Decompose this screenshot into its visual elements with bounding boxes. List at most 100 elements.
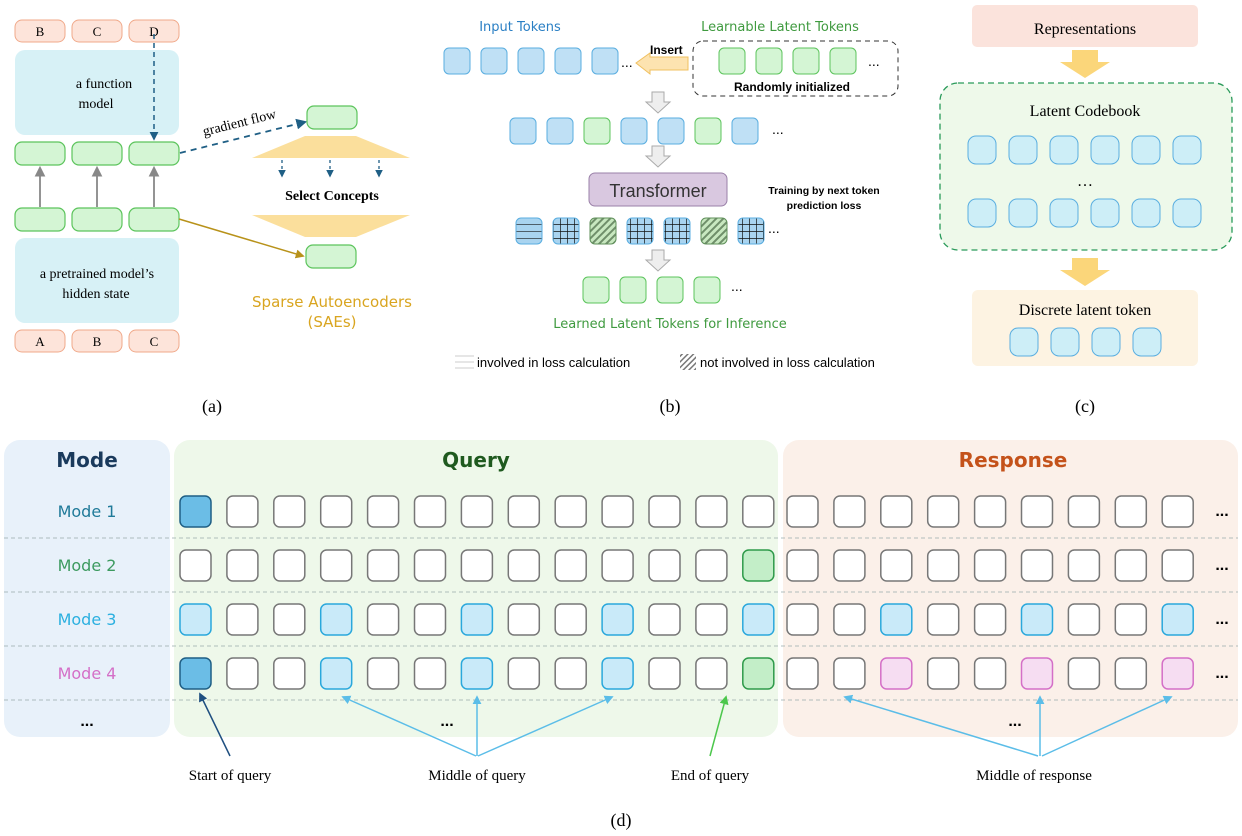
down-arrow-icon: [1060, 50, 1110, 78]
legend-involved: involved in loss calculation: [455, 355, 630, 370]
end-of-query-label: End of query: [671, 768, 750, 784]
codebook-token: [1049, 198, 1079, 228]
response-token-none: [786, 495, 819, 528]
response-token-none: [1020, 549, 1054, 582]
response-token-none: [926, 495, 960, 528]
response-token-none: [833, 549, 866, 582]
training-note-1: Training by next token: [768, 185, 879, 197]
input-token: [554, 47, 582, 75]
query-token-none: [695, 603, 728, 636]
query-token-none: [319, 495, 353, 528]
down-arrow-icon: [644, 249, 672, 272]
query-token-none: [226, 495, 259, 528]
more-modes-ellipsis: ...: [80, 713, 93, 730]
loss-token: [552, 217, 580, 245]
codebook-token: [1131, 135, 1161, 165]
input-token-label: A: [35, 334, 45, 349]
query-token-none: [366, 549, 400, 582]
learned-latent-token: [619, 276, 647, 304]
query-token-mid: [601, 657, 634, 690]
insert-label: Insert: [650, 43, 683, 57]
input-tokens-label: Input Tokens: [479, 20, 561, 35]
query-token-none: [648, 549, 681, 582]
input-token: [71, 329, 123, 353]
mode-label: Mode 3: [58, 610, 117, 629]
codebook-token: [1049, 135, 1079, 165]
latent-token: [583, 117, 611, 145]
input-token: [591, 47, 619, 75]
latent-token: [718, 47, 746, 75]
query-token-none: [648, 657, 681, 690]
query-token-start: [179, 495, 212, 528]
discrete-token: [1050, 327, 1080, 357]
response-token-resp: [1020, 657, 1054, 690]
mode-row: Mode 2...: [58, 549, 1229, 582]
pretrained-label-2: hidden state: [62, 287, 129, 302]
output-token-label: B: [36, 24, 45, 39]
discrete-token: [1091, 327, 1121, 357]
query-token-none: [273, 549, 306, 582]
codebook-label: Latent Codebook: [1030, 103, 1141, 120]
pretrained-hidden-token: [14, 207, 66, 232]
query-token-end: [742, 549, 775, 582]
response-token-none: [833, 495, 866, 528]
query-token-none: [507, 549, 541, 582]
learned-latent-token: [582, 276, 610, 304]
response-token-mid: [1020, 603, 1054, 636]
input-ellipsis: ...: [621, 54, 633, 70]
row-ellipsis: ...: [1215, 557, 1228, 574]
query-token-none: [695, 549, 728, 582]
response-token-none: [880, 495, 913, 528]
input-token: [14, 329, 66, 353]
query-token-mid: [179, 603, 212, 636]
query-token-none: [695, 657, 728, 690]
response-token-none: [786, 549, 819, 582]
end-of-query-arrow: [709, 695, 729, 757]
response-token-none: [973, 603, 1007, 636]
codebook-ellipsis: …: [1077, 173, 1093, 190]
no-loss-token: [589, 217, 617, 245]
query-token-none: [648, 495, 681, 528]
query-token-none: [413, 549, 447, 582]
query-region: [174, 440, 778, 737]
query-token-none: [226, 603, 259, 636]
output-ellipsis: ...: [768, 220, 780, 236]
function-model-label-2: model: [79, 97, 114, 112]
discrete-label: Discrete latent token: [1019, 302, 1151, 319]
response-token-none: [973, 657, 1007, 690]
caption-c: (c): [1075, 396, 1095, 417]
learned-latent-token: [656, 276, 684, 304]
response-token-resp: [880, 657, 913, 690]
input-token: [546, 117, 574, 145]
gradient-flow-label: gradient flow: [201, 107, 278, 140]
codebook-token: [1008, 198, 1038, 228]
query-token-none: [507, 495, 541, 528]
response-token-none: [1067, 495, 1101, 528]
latent-token: [829, 47, 857, 75]
query-token-mid: [319, 603, 353, 636]
query-token-none: [413, 603, 447, 636]
query-token-mid: [460, 603, 494, 636]
query-token-start: [179, 657, 212, 690]
query-token-none: [366, 657, 400, 690]
codebook-token: [1090, 198, 1120, 228]
response-token-none: [1114, 603, 1148, 636]
query-token-none: [413, 495, 447, 528]
query-token-none: [226, 549, 259, 582]
query-token-none: [319, 549, 353, 582]
mode-label: Mode 4: [58, 664, 117, 683]
query-token-none: [695, 495, 728, 528]
query-token-none: [554, 657, 587, 690]
response-token-none: [1114, 549, 1148, 582]
caption-d: (d): [611, 810, 632, 831]
sae-decoder-shape: [252, 215, 410, 237]
mode-row: Mode 1...: [58, 495, 1229, 528]
pretrained-hidden-token: [71, 207, 123, 232]
start-of-query-arrow: [199, 692, 231, 757]
middle-of-response-label: Middle of response: [976, 768, 1092, 784]
response-token-none: [1114, 657, 1148, 690]
input-token-label: B: [93, 334, 102, 349]
middle-query-arrow: [341, 695, 477, 757]
mixed-ellipsis: ...: [772, 121, 784, 137]
